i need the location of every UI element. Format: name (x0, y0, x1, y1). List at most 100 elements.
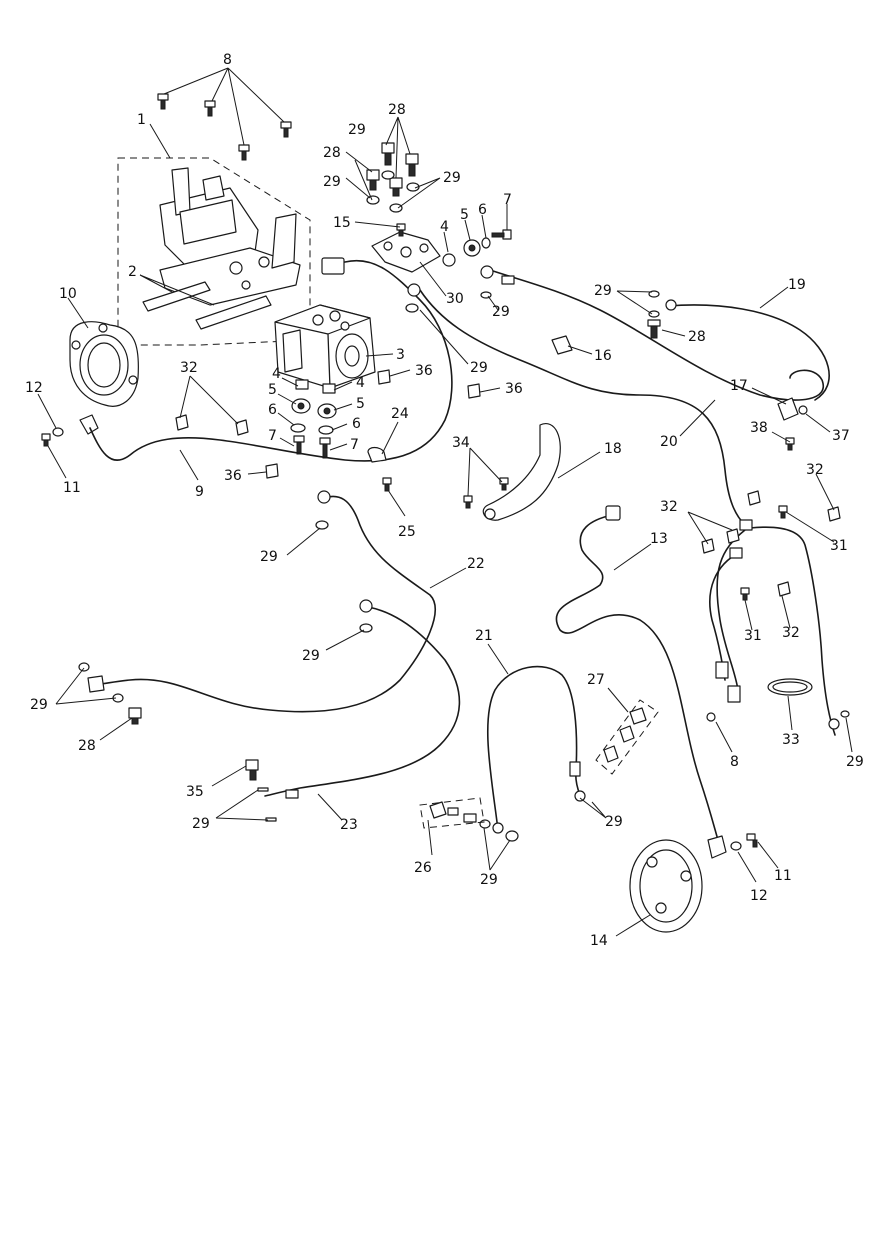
brake-hose (264, 606, 461, 797)
cable-clip (777, 581, 791, 597)
banjo-fitting (407, 283, 421, 297)
callout-12: 12 (750, 888, 768, 904)
banjo-bolt (647, 319, 661, 339)
callout-36: 36 (224, 468, 242, 484)
callout-29: 29 (302, 648, 320, 664)
callout-14: 14 (590, 933, 608, 949)
screw (785, 437, 795, 451)
callout-5: 5 (356, 396, 365, 412)
callout-17: 17 (730, 378, 748, 394)
screw (204, 100, 216, 117)
callout-20: 20 (660, 434, 678, 450)
callout-8: 8 (730, 754, 739, 770)
banjo-bolt (366, 169, 380, 191)
callout-3: 3 (396, 347, 405, 363)
callout-8: 8 (223, 52, 232, 68)
bleed-nipple-group-boundary (419, 797, 485, 829)
callout-29: 29 (323, 174, 341, 190)
banjo-bolt (381, 142, 395, 166)
callout-18: 18 (604, 441, 622, 457)
callout-28: 28 (78, 738, 96, 754)
front-sensor-cable (89, 259, 453, 462)
rear-sensor-cable (555, 514, 719, 841)
sealing-washer (505, 830, 519, 842)
washer (52, 427, 64, 437)
brake-hose (667, 304, 830, 401)
callout-23: 23 (340, 817, 358, 833)
sealing-washer (479, 819, 491, 829)
callout-1: 1 (137, 112, 146, 128)
screw (740, 587, 750, 601)
callout-5: 5 (268, 382, 277, 398)
hose-clamp (767, 678, 813, 696)
banjo-bolt (128, 707, 142, 725)
washer (730, 841, 742, 851)
brake-hose (749, 526, 836, 736)
front-abs-tone-ring (69, 321, 139, 407)
callout-29: 29 (192, 816, 210, 832)
callout-16: 16 (594, 348, 612, 364)
callout-32: 32 (782, 625, 800, 641)
grommet (322, 383, 336, 394)
callout-29: 29 (480, 872, 498, 888)
grommet (317, 403, 337, 419)
screw (499, 477, 509, 491)
sealing-washer (389, 203, 403, 213)
callout-29: 29 (492, 304, 510, 320)
cable-clip (701, 538, 715, 554)
callout-4: 4 (272, 366, 281, 382)
callout-27: 27 (587, 672, 605, 688)
callout-31: 31 (744, 628, 762, 644)
banjo-bolt (405, 153, 419, 177)
callout-21: 21 (475, 628, 493, 644)
cable-clip (467, 383, 481, 399)
callout-34: 34 (452, 435, 470, 451)
brake-hose (489, 269, 825, 401)
brake-hose (94, 495, 436, 713)
callout-11: 11 (63, 480, 81, 496)
callout-29: 29 (846, 754, 864, 770)
callout-7: 7 (503, 192, 512, 208)
callout-30: 30 (446, 291, 464, 307)
cable-clip (747, 490, 761, 506)
screw (41, 433, 51, 447)
screw (798, 405, 808, 415)
screw (778, 505, 788, 519)
banjo-fitting (665, 299, 677, 311)
brake-hose (716, 529, 746, 691)
sealing-washer (648, 310, 660, 318)
callout-36: 36 (415, 363, 433, 379)
callout-5: 5 (460, 207, 469, 223)
callout-2: 2 (128, 264, 137, 280)
callout-31: 31 (830, 538, 848, 554)
callout-35: 35 (186, 784, 204, 800)
bleed-nipple (429, 801, 447, 819)
callout-33: 33 (782, 732, 800, 748)
rubber-strip (142, 281, 211, 312)
banjo-fitting (359, 599, 373, 613)
abs-mounting-bracket (159, 167, 301, 306)
banjo-fitting (739, 519, 753, 531)
screw (463, 495, 473, 509)
sealing-washer (840, 710, 850, 718)
bleed-screw (619, 725, 635, 743)
banjo-bolt (389, 177, 403, 197)
banjo-fitting (828, 718, 840, 730)
bolt (491, 229, 512, 240)
banjo-fitting (317, 490, 331, 504)
sealing-washer (406, 182, 420, 192)
bleed-screw (603, 745, 619, 763)
callout-29: 29 (348, 122, 366, 138)
callout-labels: 8 1 2 10 12 11 32 9 36 4 5 6 7 3 4 5 6 7… (25, 52, 864, 949)
brake-hose (709, 551, 741, 681)
banjo-bolt (245, 759, 259, 781)
sealing-washer (78, 662, 90, 672)
callout-4: 4 (356, 375, 365, 391)
callout-25: 25 (398, 524, 416, 540)
brake-hose (486, 665, 581, 831)
hose-end (569, 761, 581, 777)
callout-19: 19 (788, 277, 806, 293)
callout-12: 12 (25, 380, 43, 396)
banjo-fitting (729, 547, 743, 559)
callout-7: 7 (268, 428, 277, 444)
